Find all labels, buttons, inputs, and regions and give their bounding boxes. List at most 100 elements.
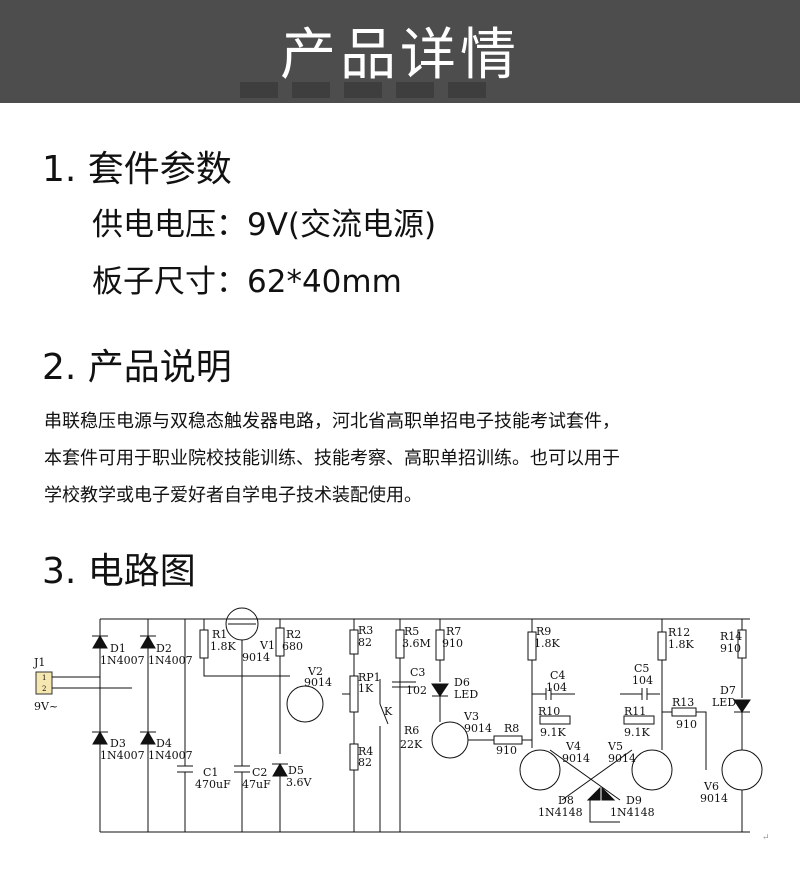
resistor-r3 [349, 629, 359, 655]
svg-text:1N4148: 1N4148 [610, 806, 655, 819]
svg-text:9014: 9014 [242, 651, 270, 664]
svg-text:1N4007: 1N4007 [148, 749, 193, 762]
svg-text:D8: D8 [558, 794, 574, 807]
transistor-v6 [721, 749, 763, 791]
diode-d1-symbol [92, 635, 108, 649]
capacitor-c4 [532, 688, 575, 700]
svg-text:R5: R5 [404, 625, 419, 638]
svg-text:D7: D7 [720, 684, 736, 697]
resistor-r4 [349, 743, 359, 771]
svg-text:9014: 9014 [304, 676, 332, 689]
svg-text:LED: LED [454, 688, 478, 701]
header-banner: 产品详情 [0, 0, 800, 103]
svg-text:22K: 22K [400, 738, 423, 751]
resistor-r12 [657, 631, 667, 661]
transistor-v4 [519, 749, 561, 791]
svg-text:R1: R1 [212, 628, 227, 641]
svg-text:82: 82 [358, 636, 372, 649]
svg-text:104: 104 [632, 674, 653, 687]
led-d7-symbol [733, 699, 751, 713]
spec-board-size: 板子尺寸：62*40mm [92, 264, 402, 300]
svg-text:R3: R3 [358, 624, 373, 637]
svg-text:1N4007: 1N4007 [148, 654, 193, 667]
svg-text:9014: 9014 [700, 792, 728, 805]
banner-shadow-decoration [240, 82, 490, 98]
paragraph-mark: ↵ [762, 833, 770, 843]
resistor-r13 [671, 707, 697, 717]
svg-text:910: 910 [496, 744, 517, 757]
svg-text:910: 910 [676, 718, 697, 731]
svg-text:1N4007: 1N4007 [100, 654, 145, 667]
description-line: 本套件可用于职业院校技能训练、技能考察、高职单招训练。也可以用于 [44, 448, 620, 469]
resistor-r1 [199, 629, 209, 659]
svg-text:470uF: 470uF [195, 778, 231, 791]
zener-d5-symbol [272, 763, 288, 777]
j1-connector [35, 671, 53, 695]
svg-text:D5: D5 [288, 764, 304, 777]
svg-text:9.1K: 9.1K [540, 726, 566, 739]
j1-pin2-label: 2 [42, 685, 46, 693]
diode-d9-symbol [601, 786, 616, 801]
switch-k [379, 679, 389, 832]
svg-text:C3: C3 [410, 666, 425, 679]
svg-text:104: 104 [546, 681, 567, 694]
svg-text:C4: C4 [550, 669, 565, 682]
svg-text:V1: V1 [259, 639, 275, 652]
svg-text:9014: 9014 [464, 722, 492, 735]
led-d6-symbol [431, 683, 449, 697]
svg-text:R9: R9 [536, 625, 551, 638]
svg-text:V2: V2 [307, 665, 323, 678]
transistor-v2 [286, 685, 324, 723]
circuit-schematic: J1 1 2 9V~ D1 1N4007 D2 1N4007 D3 1N4007… [33, 607, 770, 843]
svg-text:R2: R2 [286, 628, 301, 641]
svg-text:1N4007: 1N4007 [100, 749, 145, 762]
svg-text:3.6M: 3.6M [402, 637, 431, 650]
capacitor-c5 [620, 688, 660, 700]
svg-text:3.6V: 3.6V [286, 776, 312, 789]
resistor-r11 [623, 715, 655, 725]
resistor-r10 [539, 715, 571, 725]
svg-text:RP1: RP1 [358, 671, 381, 684]
svg-text:D1: D1 [110, 642, 126, 655]
svg-text:102: 102 [406, 684, 427, 697]
svg-text:R4: R4 [358, 745, 373, 758]
svg-text:1.8K: 1.8K [534, 637, 560, 650]
transistor-v5 [631, 749, 673, 791]
diode-d2-symbol [140, 635, 156, 649]
svg-text:R10: R10 [538, 705, 560, 718]
diode-d8-symbol [586, 786, 601, 801]
svg-text:9014: 9014 [608, 752, 636, 765]
svg-text:V6: V6 [703, 780, 719, 793]
potentiometer-rp1 [349, 675, 359, 713]
j1-label: J1 [33, 656, 45, 669]
svg-text:R7: R7 [446, 625, 461, 638]
svg-text:1.8K: 1.8K [210, 640, 236, 653]
svg-text:LED: LED [712, 696, 736, 709]
capacitor-c3 [392, 681, 416, 688]
section-heading-kit: 1. 套件参数 [42, 149, 232, 190]
svg-text:1.8K: 1.8K [668, 638, 694, 651]
svg-text:D3: D3 [110, 737, 126, 750]
svg-text:82: 82 [358, 756, 372, 769]
input-label: 9V~ [34, 700, 58, 713]
svg-text:D6: D6 [454, 676, 470, 689]
svg-text:K: K [384, 705, 393, 718]
svg-text:910: 910 [720, 642, 741, 655]
svg-text:D4: D4 [156, 737, 172, 750]
spec-supply-voltage: 供电电压：9V(交流电源) [92, 207, 437, 243]
svg-text:R14: R14 [720, 630, 742, 643]
section-heading-circuit: 3. 电路图 [42, 551, 196, 592]
svg-text:9.1K: 9.1K [624, 726, 650, 739]
description-line: 串联稳压电源与双稳态触发器电路，河北省高职单招电子技能考试套件， [44, 411, 620, 432]
svg-text:C2: C2 [252, 766, 267, 779]
svg-text:9014: 9014 [562, 752, 590, 765]
svg-text:C1: C1 [203, 766, 218, 779]
description-line: 学校教学或电子爱好者自学电子技术装配使用。 [44, 485, 422, 506]
svg-text:R12: R12 [668, 626, 690, 639]
diode-d4-symbol [140, 731, 156, 745]
section-heading-description: 2. 产品说明 [42, 347, 232, 388]
svg-text:R6: R6 [404, 724, 419, 737]
svg-text:R13: R13 [672, 696, 694, 709]
svg-text:V4: V4 [565, 740, 581, 753]
svg-text:47uF: 47uF [242, 778, 271, 791]
